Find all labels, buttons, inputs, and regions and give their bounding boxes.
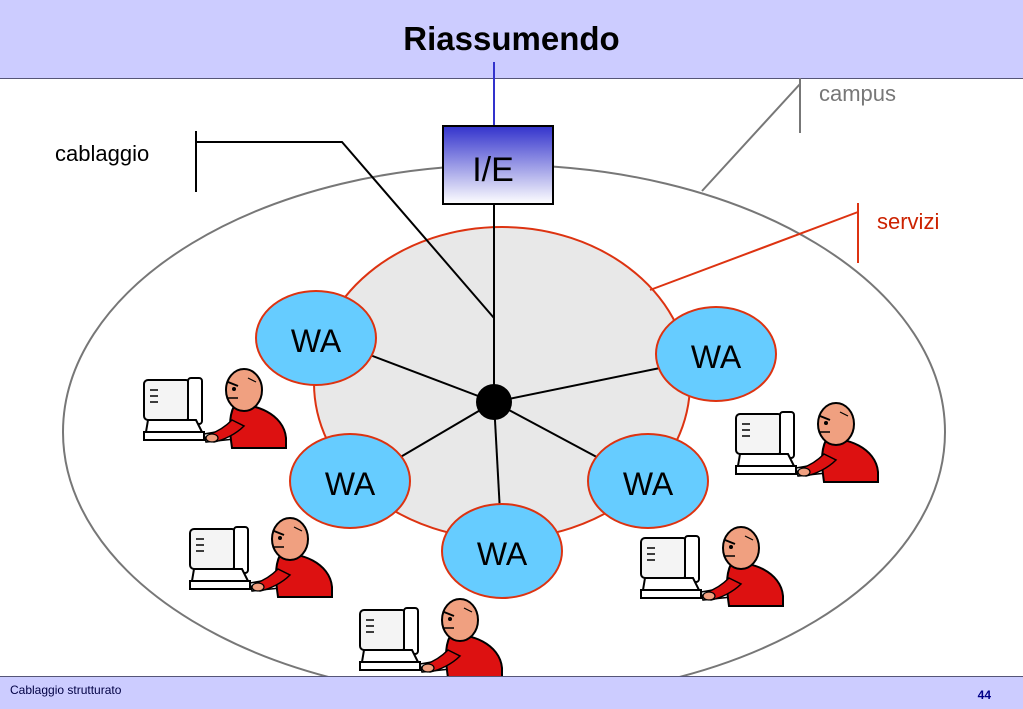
- work-area-label: WA: [291, 323, 342, 359]
- work-area-4: WA: [587, 433, 709, 529]
- work-area-1: WA: [255, 290, 377, 386]
- work-area-2: WA: [655, 306, 777, 402]
- work-area-3: WA: [289, 433, 411, 529]
- work-area-label: WA: [325, 466, 376, 502]
- slide-footer: [0, 676, 1023, 709]
- work-area-label: WA: [691, 339, 742, 375]
- services-leader: [649, 203, 859, 291]
- slide-title: Riassumendo: [403, 20, 620, 57]
- services-label: servizi: [877, 209, 939, 234]
- footer-title: Cablaggio strutturato: [10, 683, 122, 697]
- cabling-leader: [195, 131, 495, 319]
- cabling-spokes: [369, 205, 661, 513]
- slide-header: [0, 0, 1023, 79]
- work-area-label: WA: [477, 536, 528, 572]
- io-box: [442, 125, 554, 205]
- work-area-5: WA: [441, 503, 563, 599]
- hub-node: [476, 384, 512, 420]
- campus-leader: [701, 78, 801, 192]
- cabling-label: cablaggio: [55, 141, 149, 166]
- work-area-label: WA: [623, 466, 674, 502]
- io-label: I/E: [472, 151, 514, 189]
- page-number: 44: [977, 688, 991, 702]
- campus-label: campus: [819, 81, 896, 106]
